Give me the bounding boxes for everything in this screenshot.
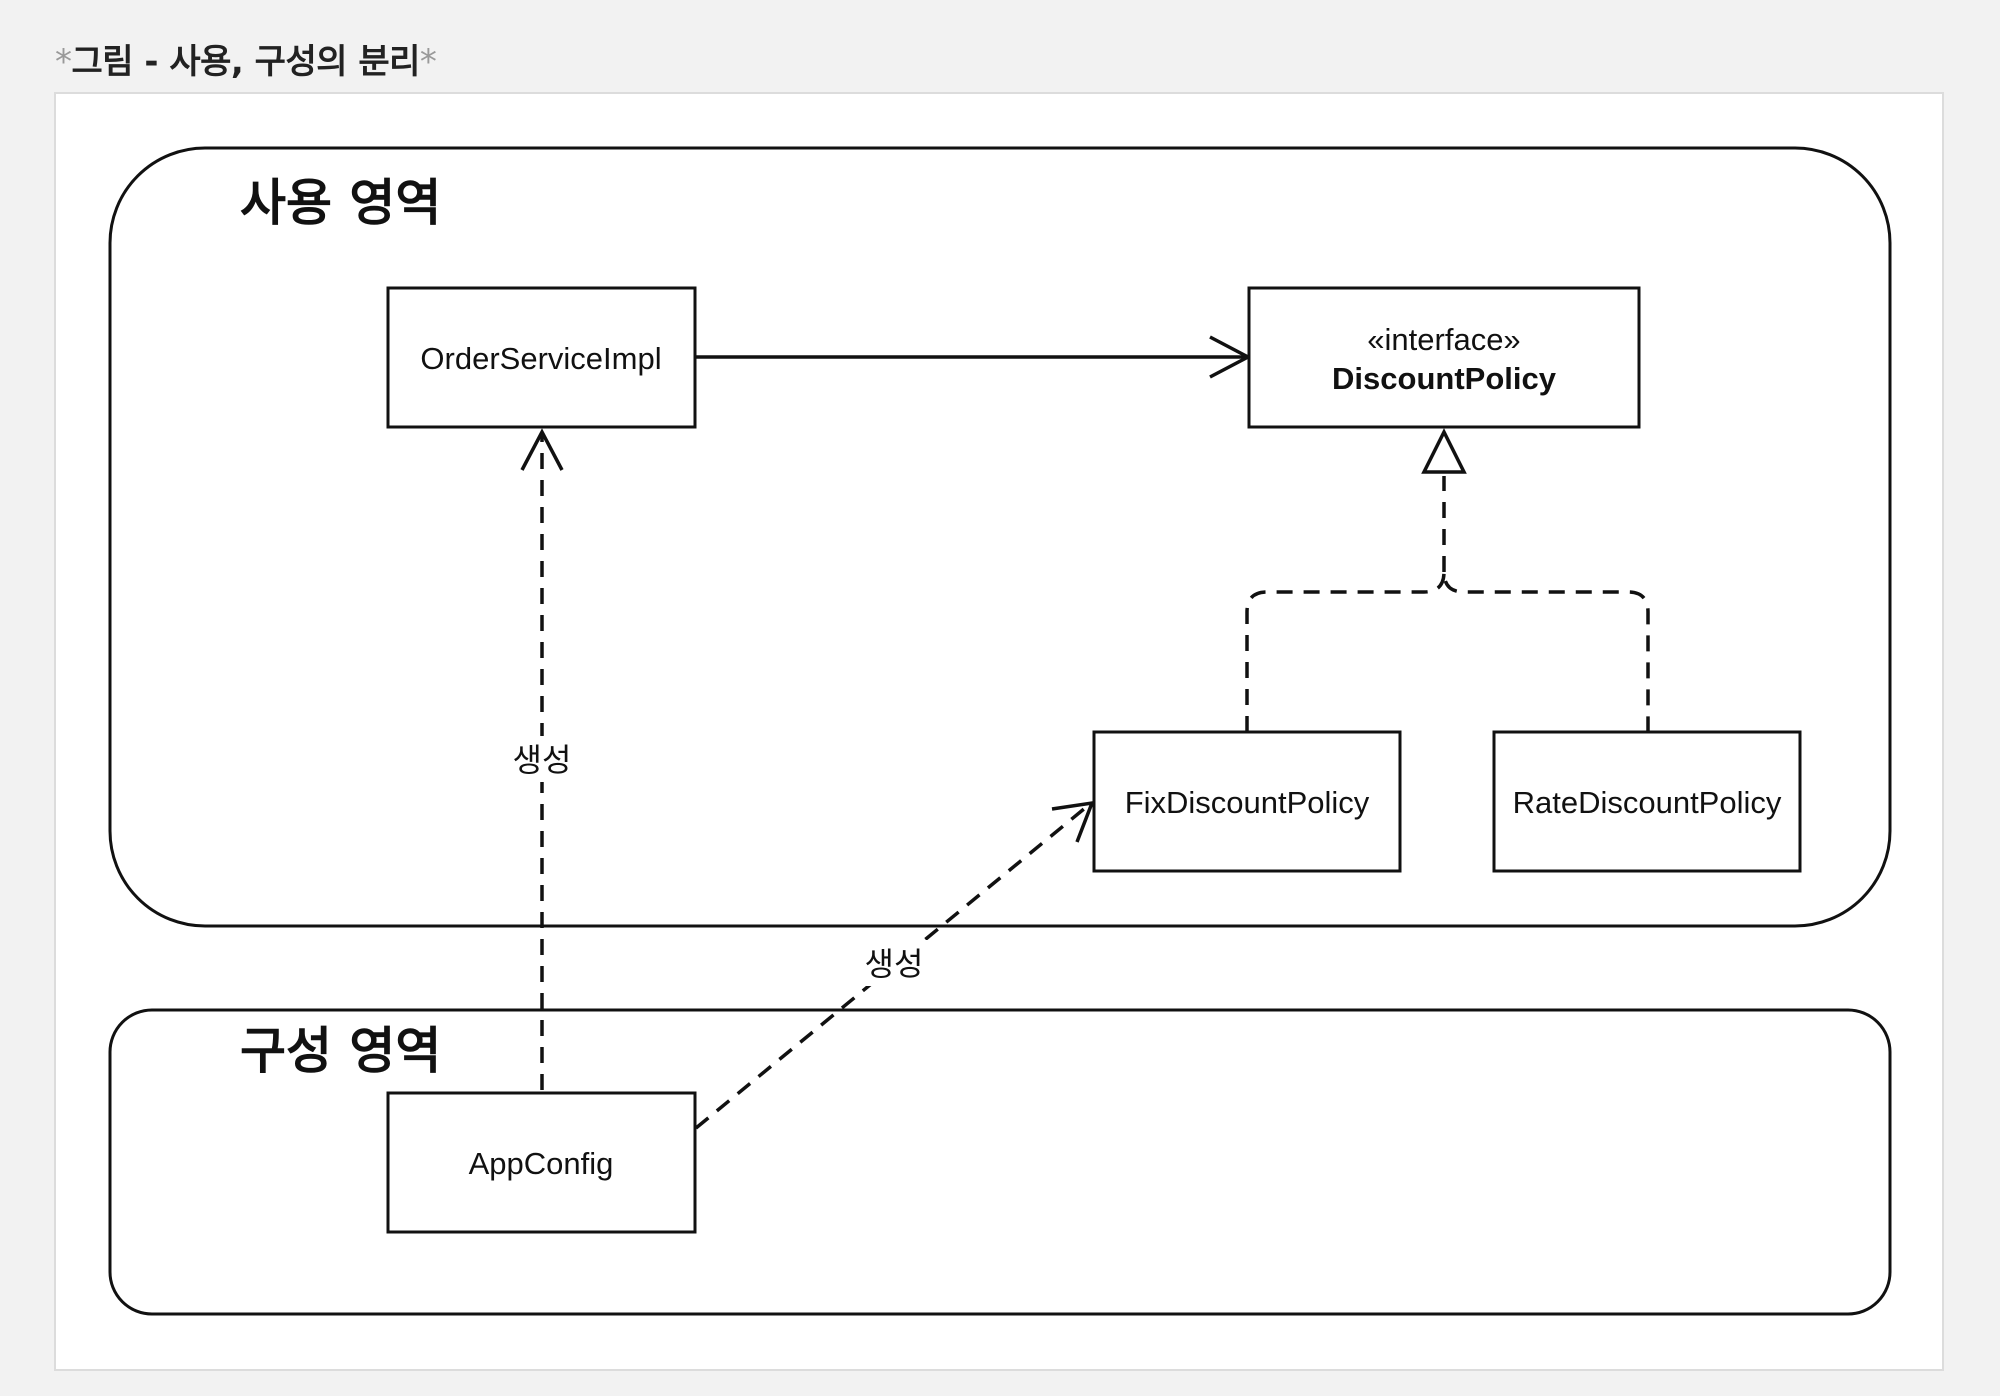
appconfig-to-order-arrowhead bbox=[520, 428, 564, 471]
fix-discount-policy-box: FixDiscountPolicy bbox=[1092, 730, 1402, 873]
discount-policy-label: DiscountPolicy bbox=[1332, 361, 1557, 396]
appconfig-to-fix-arrowhead bbox=[1051, 800, 1095, 843]
order-service-impl-label: OrderServiceImpl bbox=[420, 341, 661, 376]
figure-caption: *그림 - 사용, 구성의 분리* bbox=[55, 34, 437, 83]
rate-discount-policy-label: RateDiscountPolicy bbox=[1513, 785, 1782, 820]
caption-text: 그림 - 사용, 구성의 분리 bbox=[71, 42, 421, 82]
app-config-box: AppConfig bbox=[386, 1091, 697, 1234]
edge-label-create-fix: 생성 bbox=[865, 945, 924, 983]
usage-zone-title: 사용 영역 bbox=[240, 174, 441, 232]
fix-discount-policy-label: FixDiscountPolicy bbox=[1125, 785, 1370, 820]
discount-policy-box: «interface» DiscountPolicy bbox=[1247, 286, 1641, 429]
usage-zone bbox=[108, 146, 1892, 928]
config-zone-title: 구성 영역 bbox=[240, 1022, 441, 1080]
discount-policy-stereotype: «interface» bbox=[1367, 322, 1520, 357]
order-service-impl-box: OrderServiceImpl bbox=[386, 286, 697, 429]
config-zone bbox=[108, 1008, 1892, 1316]
caption-star-open: * bbox=[55, 42, 72, 82]
realization-dashed-lines bbox=[1245, 476, 1650, 732]
edge-label-bg-fix bbox=[852, 940, 936, 986]
realization-triangle-head bbox=[1421, 428, 1467, 474]
edge-label-create-order: 생성 bbox=[513, 741, 572, 779]
caption-star-close: * bbox=[419, 42, 437, 82]
app-config-label: AppConfig bbox=[469, 1146, 614, 1181]
rate-discount-policy-box: RateDiscountPolicy bbox=[1492, 730, 1802, 873]
edge-label-bg-order bbox=[500, 736, 584, 782]
